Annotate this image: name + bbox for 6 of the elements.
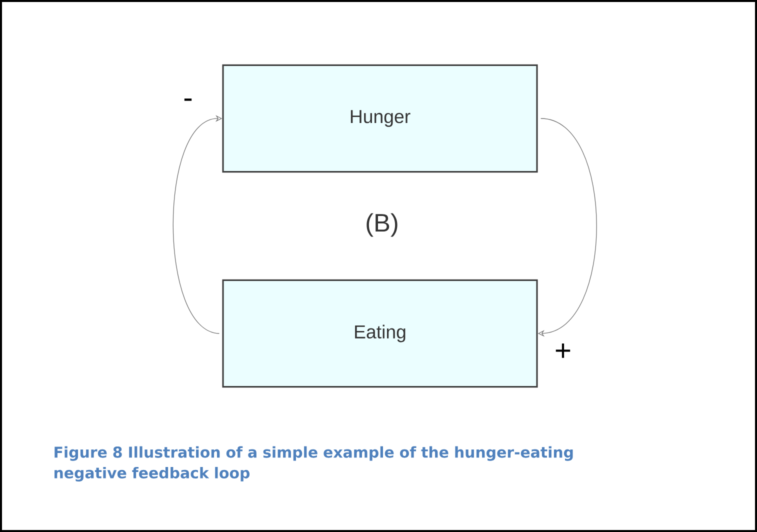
caption: Figure 8 Illustration of a simple example of the hunger-eating negative feedback loop [54, 446, 573, 482]
loop-label: (B) [366, 213, 398, 237]
edge-label: - [184, 98, 192, 101]
edge-label: + [556, 344, 570, 358]
process-box: Hunger [222, 64, 538, 173]
process-box: Eating [222, 279, 538, 388]
